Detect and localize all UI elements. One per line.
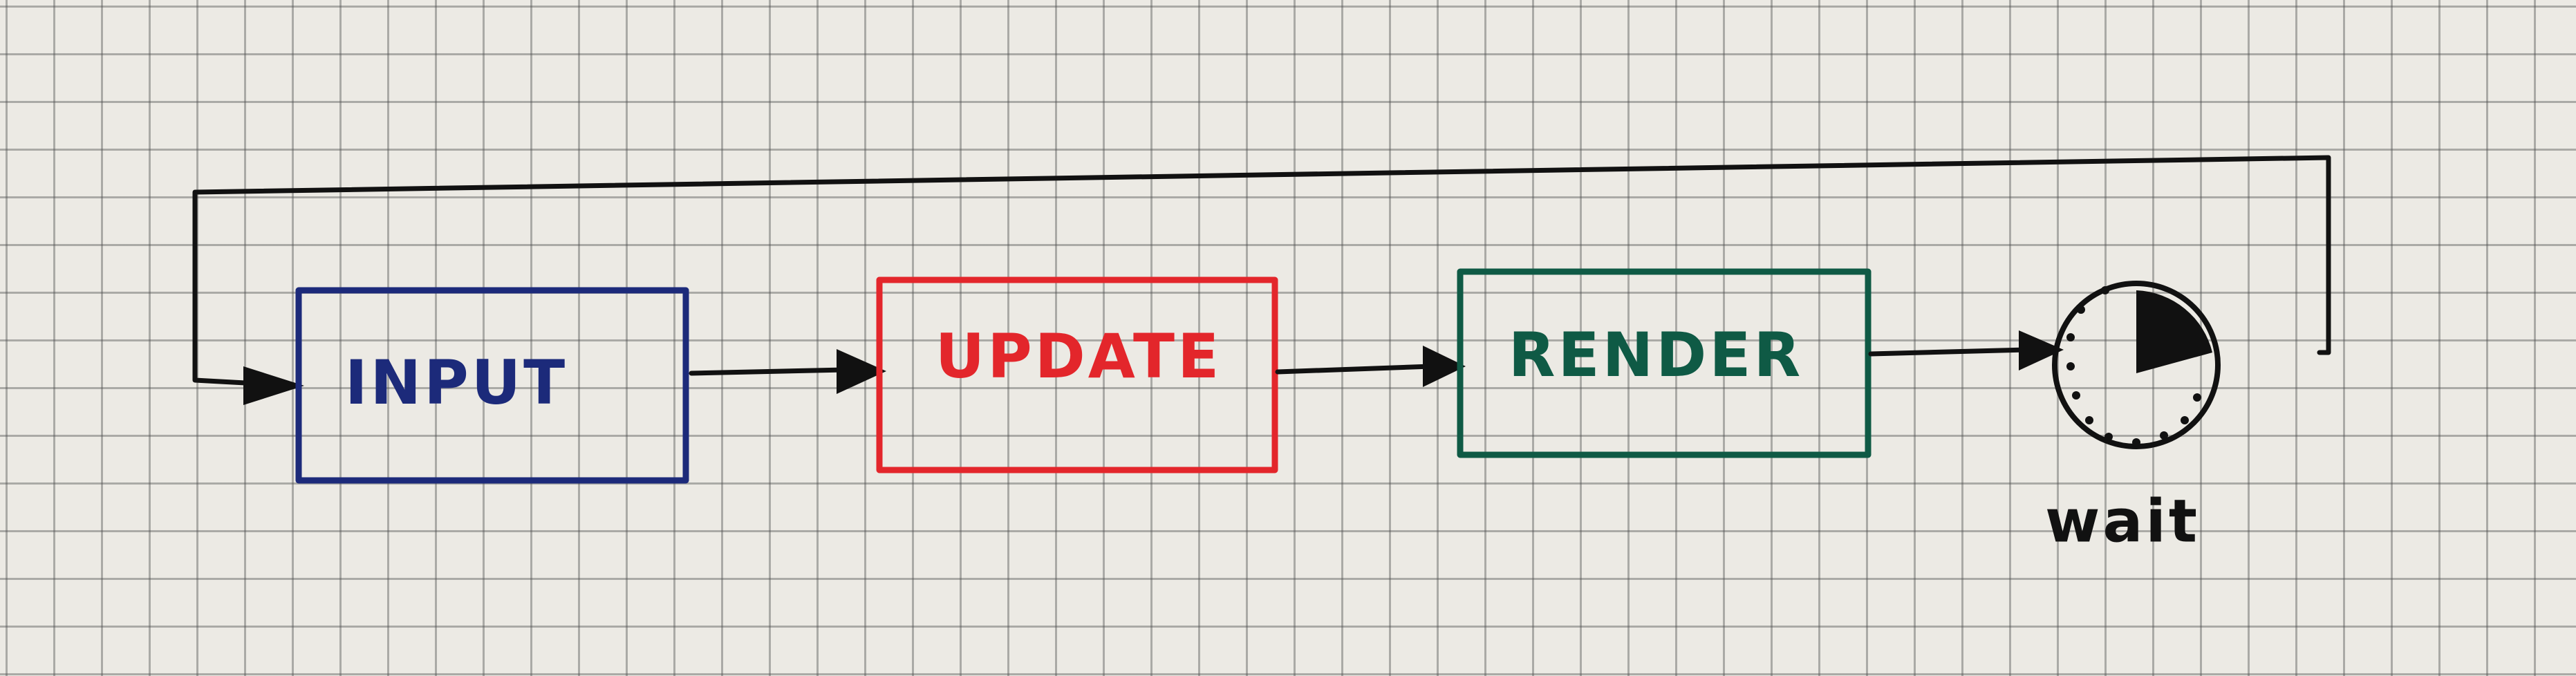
stopwatch-icon xyxy=(2052,281,2221,449)
loop-back-connector xyxy=(192,155,2331,387)
wait-label: wait xyxy=(2045,487,2200,556)
stopwatch-tick-marks xyxy=(2066,286,2201,447)
update-label: UPDATE xyxy=(935,321,1222,392)
render-box xyxy=(1457,268,1872,458)
render-arrowhead xyxy=(1423,346,1466,387)
stopwatch-elapsed-wedge xyxy=(2136,290,2212,373)
render-node: RENDER xyxy=(1457,268,1872,458)
input-node: INPUT xyxy=(295,287,689,484)
update-to-render-connector xyxy=(1275,364,1434,375)
timer-arrowhead xyxy=(2019,330,2064,370)
loop-arrowhead xyxy=(243,366,304,405)
render-label: RENDER xyxy=(1509,319,1803,391)
input-to-update-connector xyxy=(689,367,848,376)
update-arrowhead xyxy=(837,349,886,394)
render-to-timer-connector xyxy=(1868,347,2028,357)
update-box xyxy=(876,276,1278,473)
input-box xyxy=(295,287,689,484)
input-label: INPUT xyxy=(345,347,568,418)
update-node: UPDATE xyxy=(876,276,1278,473)
